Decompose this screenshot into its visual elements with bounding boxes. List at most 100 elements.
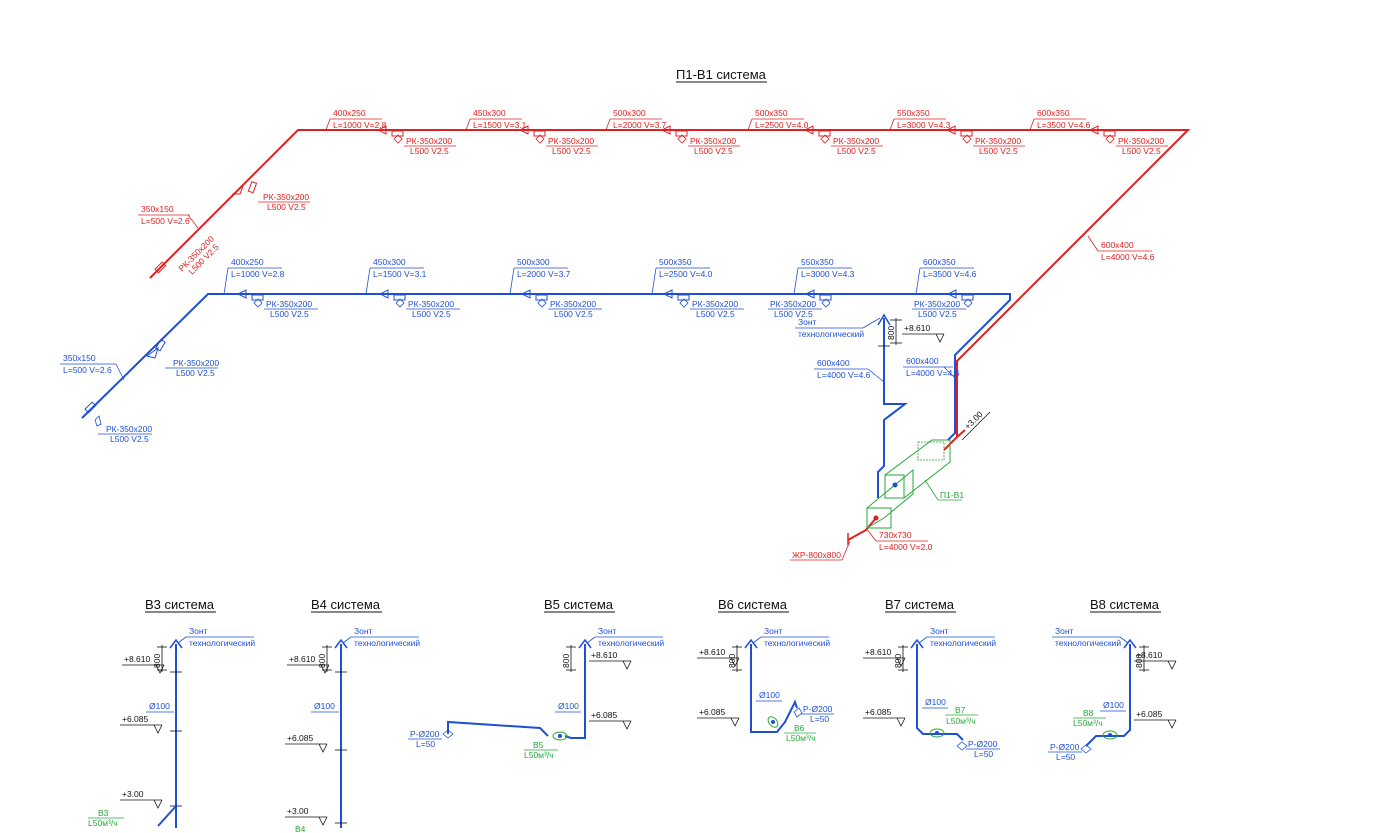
supply-section-5-leader bbox=[1029, 118, 1035, 131]
exhaust-terminal-flow-0: L500 V2.5 bbox=[270, 309, 309, 319]
supply-section-4-leader bbox=[889, 118, 895, 131]
exhaust-grille-0 bbox=[253, 298, 263, 308]
exhaust-section-3-top: 500x350 bbox=[659, 257, 692, 267]
exhaust-section-4-top: 550x350 bbox=[801, 257, 834, 267]
supply-terminal-name-1: РК-350x200 bbox=[548, 136, 594, 146]
supply-damper-4 bbox=[945, 125, 956, 135]
intake-grille-leader bbox=[841, 540, 851, 561]
subsystem-0-level-low-triangle bbox=[153, 799, 163, 809]
subsystem-2-duct bbox=[564, 644, 586, 739]
subsystem-3-fan-core bbox=[771, 720, 775, 724]
main-hood-level: +8.610 bbox=[904, 323, 931, 333]
supply-section-0-leader bbox=[325, 118, 331, 131]
subsystem-5-fan-name: В8 bbox=[1083, 708, 1094, 718]
subsystem-0-level-top-triangle bbox=[155, 664, 165, 674]
subsystem-3-hood-leader bbox=[752, 636, 762, 644]
subsystem-5-fan-core bbox=[1108, 733, 1112, 737]
intake-grille-label: ЖР-800x800 bbox=[792, 550, 841, 560]
subsystem-1-level-low: +3.00 bbox=[287, 806, 309, 816]
subsystem-3-diameter-top: Ø100 bbox=[759, 690, 780, 700]
exhaust-section-1-top: 450x300 bbox=[373, 257, 406, 267]
subsystem-5-level-mid-triangle bbox=[1167, 719, 1177, 729]
subsystem-2-level-mid-triangle bbox=[622, 720, 632, 730]
subsystem-4-valve-name: Р-Ø200 bbox=[968, 739, 998, 749]
supply-terminal-name-2: РК-350x200 bbox=[690, 136, 736, 146]
subsystem-4-diameter-top: Ø100 bbox=[925, 697, 946, 707]
exhaust-section-2-leader bbox=[509, 267, 515, 295]
subsystem-5-fan bbox=[1102, 730, 1118, 740]
subsystem-4-valve bbox=[956, 741, 968, 751]
supply-section-0-top: 400x250 bbox=[333, 108, 366, 118]
supply-diffuser-4 bbox=[962, 134, 972, 144]
supply-section-2-top: 500x300 bbox=[613, 108, 646, 118]
exhaust-riser-right-label-bottom: L=4000 V=4.6 bbox=[906, 368, 960, 378]
supply-terminal-name-3: РК-350x200 bbox=[833, 136, 879, 146]
intake-label-top: 730x730 bbox=[879, 530, 912, 540]
subsystem-5-level-mid: +6.085 bbox=[1136, 709, 1163, 719]
supply-diffuser-1 bbox=[535, 134, 545, 144]
exhaust-terminal-name-0: РК-350x200 bbox=[266, 299, 312, 309]
exhaust-end-terminal-flow: L500 V2.5 bbox=[110, 434, 149, 444]
subsystem-2-level-mid: +6.085 bbox=[591, 710, 618, 720]
exhaust-damper-1 bbox=[378, 289, 389, 299]
supply-terminal-flow-3: L500 V2.5 bbox=[837, 146, 876, 156]
supply-section-1-leader bbox=[465, 118, 471, 131]
supply-section-3-leader bbox=[747, 118, 753, 131]
subsystem-0-hood-label-top: Зонт bbox=[189, 626, 208, 636]
subsystem-2-fan-core bbox=[558, 734, 562, 738]
subsystem-4-hood-leader bbox=[918, 636, 928, 644]
exhaust-section-5-bottom: L=3500 V=4.6 bbox=[923, 269, 977, 279]
subsystem-1-fan-name: В4 bbox=[295, 824, 306, 833]
subsystem-4-hood-label-top: Зонт bbox=[930, 626, 949, 636]
subsystem-3-level-top-triangle bbox=[730, 657, 740, 667]
exhaust-branch-damper bbox=[145, 346, 159, 359]
exhaust-branch-label-bottom: L=500 V=2.6 bbox=[63, 365, 112, 375]
exhaust-section-0-bottom: L=1000 V=2.8 bbox=[231, 269, 285, 279]
supply-terminal-name-0: РК-350x200 bbox=[406, 136, 452, 146]
subsystem-0-branch bbox=[157, 805, 177, 827]
supply-riser-leader bbox=[1087, 235, 1099, 252]
exhaust-terminal-name-4: РК-350x200 bbox=[770, 299, 816, 309]
supply-riser-label-bottom: L=4000 V=4.6 bbox=[1101, 252, 1155, 262]
supply-section-5-bottom: L=3500 V=4.6 bbox=[1037, 120, 1091, 130]
exhaust-section-1-leader bbox=[365, 267, 371, 295]
subsystem-5-valve-flow: L=50 bbox=[1056, 752, 1075, 762]
intake-duct bbox=[847, 517, 877, 541]
exhaust-section-0-top: 400x250 bbox=[231, 257, 264, 267]
subsystem-0-hood-leader bbox=[177, 636, 187, 644]
exhaust-grille-2 bbox=[537, 298, 547, 308]
subsystem-3-valve-flow: L=50 bbox=[810, 714, 829, 724]
subsystem-2-fan bbox=[552, 731, 568, 741]
ahu-fan-box bbox=[884, 474, 905, 499]
subsystem-5-hood-label-bottom: технологический bbox=[1055, 638, 1121, 648]
duct-lines bbox=[60, 81, 1191, 828]
supply-riser-end bbox=[956, 429, 966, 438]
subsystem-5-valve-name: Р-Ø200 bbox=[1050, 742, 1080, 752]
exhaust-branch-terminal-flow: L500 V2.5 bbox=[176, 368, 215, 378]
exhaust-terminal-flow-2: L500 V2.5 bbox=[554, 309, 593, 319]
main-hood-level-triangle bbox=[935, 333, 945, 343]
main-hood-label-top: Зонт bbox=[798, 317, 817, 327]
subsystem-3-duct bbox=[750, 644, 798, 733]
supply-terminal-flow-1: L500 V2.5 bbox=[552, 146, 591, 156]
hood-riser-duct bbox=[877, 318, 908, 498]
main-hood-label-bottom: технологический bbox=[798, 329, 864, 339]
exhaust-riser-left-label-top: 600x400 bbox=[817, 358, 850, 368]
exhaust-section-1-bottom: L=1500 V=3.1 bbox=[373, 269, 427, 279]
supply-branch-terminal-name: РК-350x200 bbox=[263, 192, 309, 202]
supply-branch-terminal bbox=[247, 180, 258, 194]
subsystem-0-fan-flow: L50м³/ч bbox=[88, 818, 118, 828]
subsystem-1-level-mid-triangle bbox=[318, 743, 328, 753]
subsystem-0-level-low: +3.00 bbox=[122, 789, 144, 799]
riser-level-rule bbox=[961, 411, 991, 441]
exhaust-end-terminal bbox=[84, 401, 97, 414]
exhaust-grille-3 bbox=[679, 298, 689, 308]
supply-damper-3 bbox=[803, 125, 814, 135]
subsystem-0-diameter-top: Ø100 bbox=[149, 701, 170, 711]
exhaust-riser-right-leader bbox=[943, 366, 956, 379]
subsystem-2-branch bbox=[447, 720, 549, 737]
subsystem-0-hood bbox=[169, 638, 183, 649]
exhaust-grille-1 bbox=[395, 298, 405, 308]
supply-section-3-top: 500x350 bbox=[755, 108, 788, 118]
